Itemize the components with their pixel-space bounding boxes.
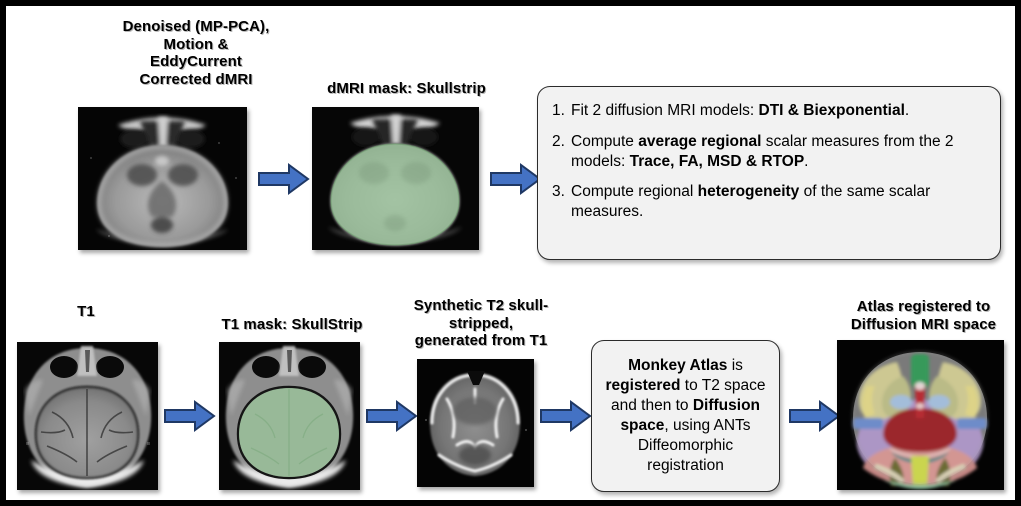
analysis-steps-list: 1. Fit 2 diffusion MRI models: DTI & Biex…: [552, 101, 984, 222]
arrow-t1mask-to-t2: [366, 399, 418, 433]
step-number: 3.: [552, 183, 565, 201]
label-synthetic-t2: Synthetic T2 skull-stripped,generated fr…: [413, 297, 549, 350]
arrow-dmri-to-mask: [258, 162, 310, 196]
registration-text: Monkey Atlas is registered to T2 space a…: [605, 356, 766, 475]
image-atlas-registered: [837, 340, 1004, 490]
label-t1-mask: T1 mask: SkullStrip: [221, 316, 363, 333]
label-t1: T1: [77, 303, 95, 320]
dmri-brain-slice: [78, 107, 247, 250]
t1-brain-slice: [17, 342, 158, 490]
step-number: 1.: [552, 102, 565, 119]
dmri-brain-slice-masked: [312, 107, 479, 250]
analysis-step: 1. Fit 2 diffusion MRI models: DTI & Biex…: [552, 101, 984, 121]
step-number: 2.: [552, 132, 565, 150]
analysis-step: 3. Compute regional heterogeneity of the …: [552, 182, 984, 222]
step-text: Compute average regional scalar measures…: [571, 132, 954, 170]
analysis-step: 2. Compute average regional scalar measur…: [552, 132, 984, 172]
analysis-steps-box: 1. Fit 2 diffusion MRI models: DTI & Biex…: [537, 86, 1001, 260]
arrow-mask-to-analysis: [490, 162, 542, 196]
image-t1: [17, 342, 158, 490]
label-dmri-mask: dMRI mask: Skullstrip: [327, 80, 486, 97]
synthetic-t2-slice: [417, 359, 534, 487]
registration-box: Monkey Atlas is registered to T2 space a…: [591, 340, 780, 492]
image-dmri-mask: [312, 107, 479, 250]
step-text: Compute regional heterogeneity of the sa…: [571, 183, 931, 221]
arrow-t2-to-registration: [540, 399, 592, 433]
image-dmri: [78, 107, 247, 250]
image-t1-mask: [219, 342, 360, 490]
t1-brain-slice-masked: [219, 342, 360, 490]
image-synthetic-t2: [417, 359, 534, 487]
arrow-registration-to-atlas: [789, 399, 841, 433]
step-text: Fit 2 diffusion MRI models: DTI & Biexpo…: [571, 102, 910, 119]
arrow-t1-to-t1mask: [164, 399, 216, 433]
atlas-parcellation-slice: [837, 340, 1004, 490]
